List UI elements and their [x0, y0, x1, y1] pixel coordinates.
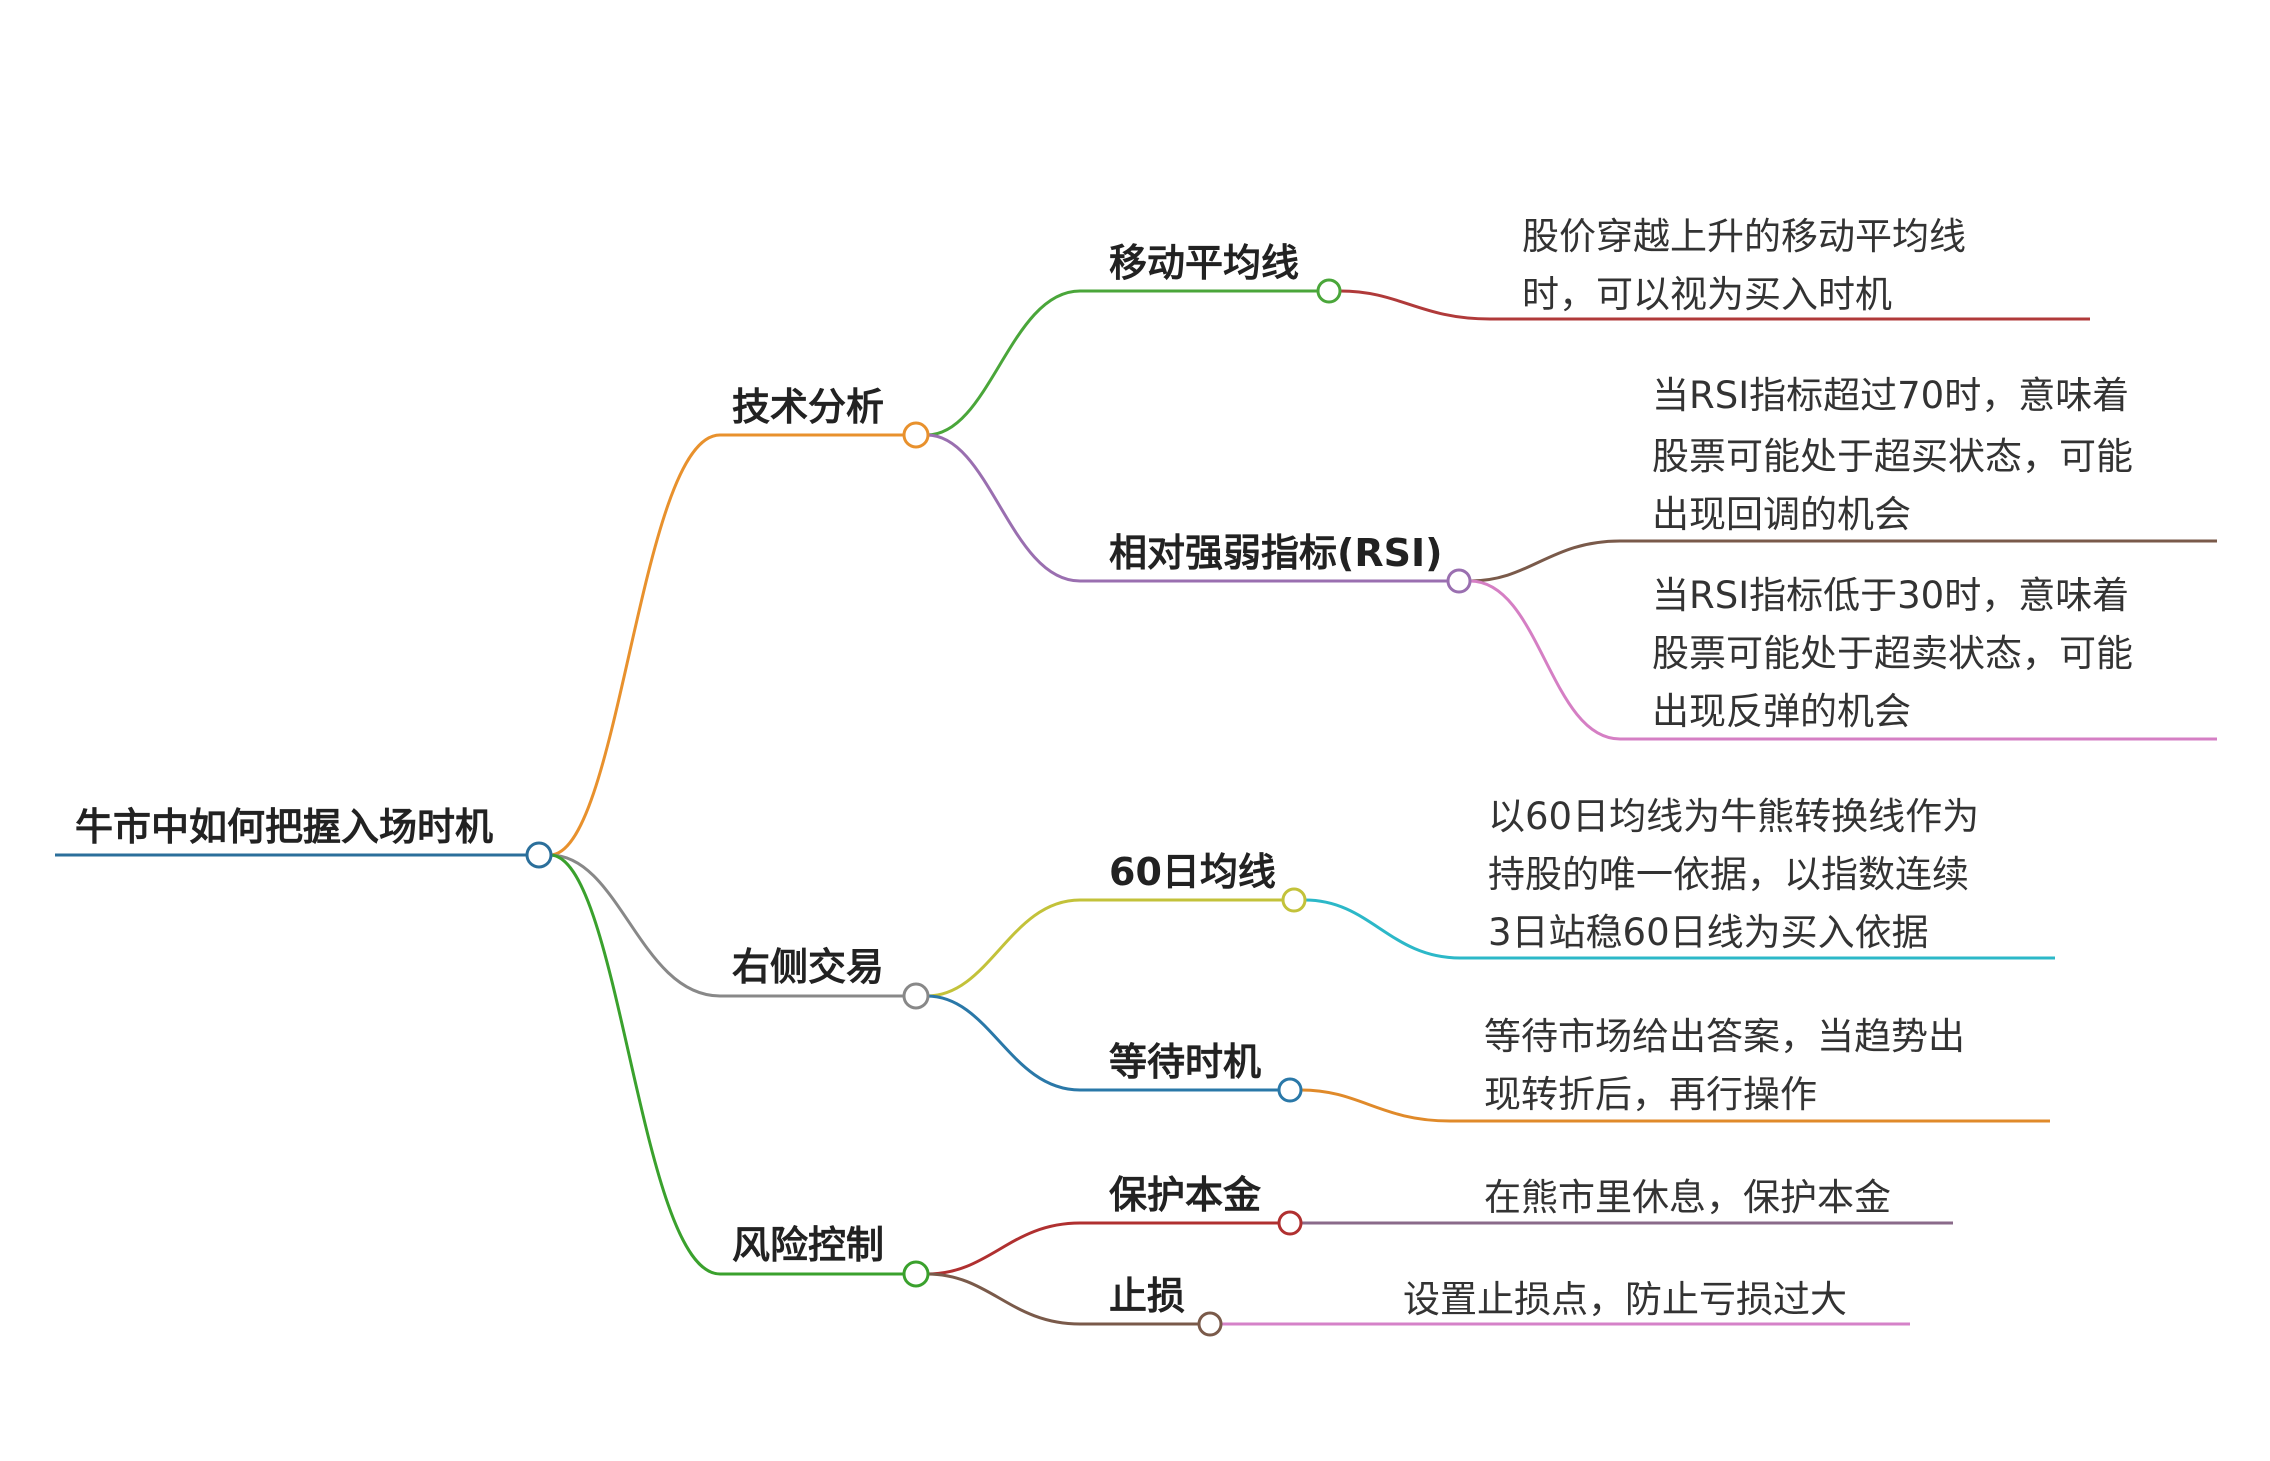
node-risk[interactable]: 风险控制 [732, 1223, 884, 1267]
edge-root-right-side [549, 853, 905, 998]
edge-60ma-leaf [1304, 898, 2055, 960]
right-side-toggle[interactable] [902, 982, 930, 1010]
leaf-rsi-overbought[interactable]: 当RSI指标超过70时，意味着 股票可能处于超买状态，可能 出现回调的机会 [1652, 374, 2145, 536]
edge-ma-leaf [1339, 289, 2090, 321]
leaf-wait[interactable]: 等待市场给出答案，当趋势出 现转折后，再行操作 [1484, 1015, 1977, 1116]
node-protect-capital[interactable]: 保护本金 [1109, 1173, 1262, 1217]
ma-toggle[interactable] [1316, 278, 1342, 304]
leaf-60day-ma[interactable]: 以60日均线为牛熊转换线作为 持股的唯一依据，以指数连续 3日站稳60日线为买入… [1488, 795, 1991, 954]
wait-toggle[interactable] [1277, 1077, 1303, 1103]
edge-technical-ma [926, 289, 1318, 437]
edge-right-60ma [926, 898, 1283, 998]
edge-root-technical [549, 433, 905, 857]
root-toggle[interactable] [525, 841, 553, 869]
leaf-protect-capital[interactable]: 在熊市里休息，保护本金 [1484, 1176, 1891, 1219]
technical-toggle[interactable] [902, 421, 930, 449]
root-node[interactable]: 牛市中如何把握入场时机 [75, 805, 493, 849]
leaf-moving-average[interactable]: 股价穿越上升的移动平均线 时，可以视为买入时机 [1522, 215, 1978, 316]
edge-rsi-leaf-1 [1469, 539, 2217, 583]
leaf-stop-loss[interactable]: 设置止损点，防止亏损过大 [1403, 1278, 1847, 1321]
edge-right-wait [926, 994, 1279, 1092]
node-wait[interactable]: 等待时机 [1109, 1040, 1261, 1084]
edge-root-risk [549, 853, 905, 1276]
rsi-toggle[interactable] [1446, 568, 1472, 594]
edge-wait-leaf [1300, 1088, 2050, 1123]
leaf-rsi-oversold[interactable]: 当RSI指标低于30时，意味着 股票可能处于超卖状态，可能 出现反弹的机会 [1652, 574, 2145, 733]
edge-risk-protect [926, 1221, 1279, 1276]
edge-technical-rsi [926, 433, 1448, 583]
node-stop-loss[interactable]: 止损 [1109, 1274, 1185, 1318]
risk-toggle[interactable] [902, 1260, 930, 1288]
stoploss-toggle[interactable] [1197, 1311, 1223, 1337]
node-60day-ma[interactable]: 60日均线 [1109, 850, 1276, 894]
node-technical[interactable]: 技术分析 [732, 385, 884, 429]
edge-rsi-leaf-2 [1469, 579, 2217, 741]
60ma-toggle[interactable] [1281, 887, 1307, 913]
node-right-side[interactable]: 右侧交易 [732, 945, 884, 989]
edge-risk-stoploss [926, 1272, 1199, 1326]
node-moving-average[interactable]: 移动平均线 [1109, 241, 1299, 285]
node-rsi[interactable]: 相对强弱指标(RSI) [1109, 531, 1443, 575]
protect-toggle[interactable] [1277, 1210, 1303, 1236]
